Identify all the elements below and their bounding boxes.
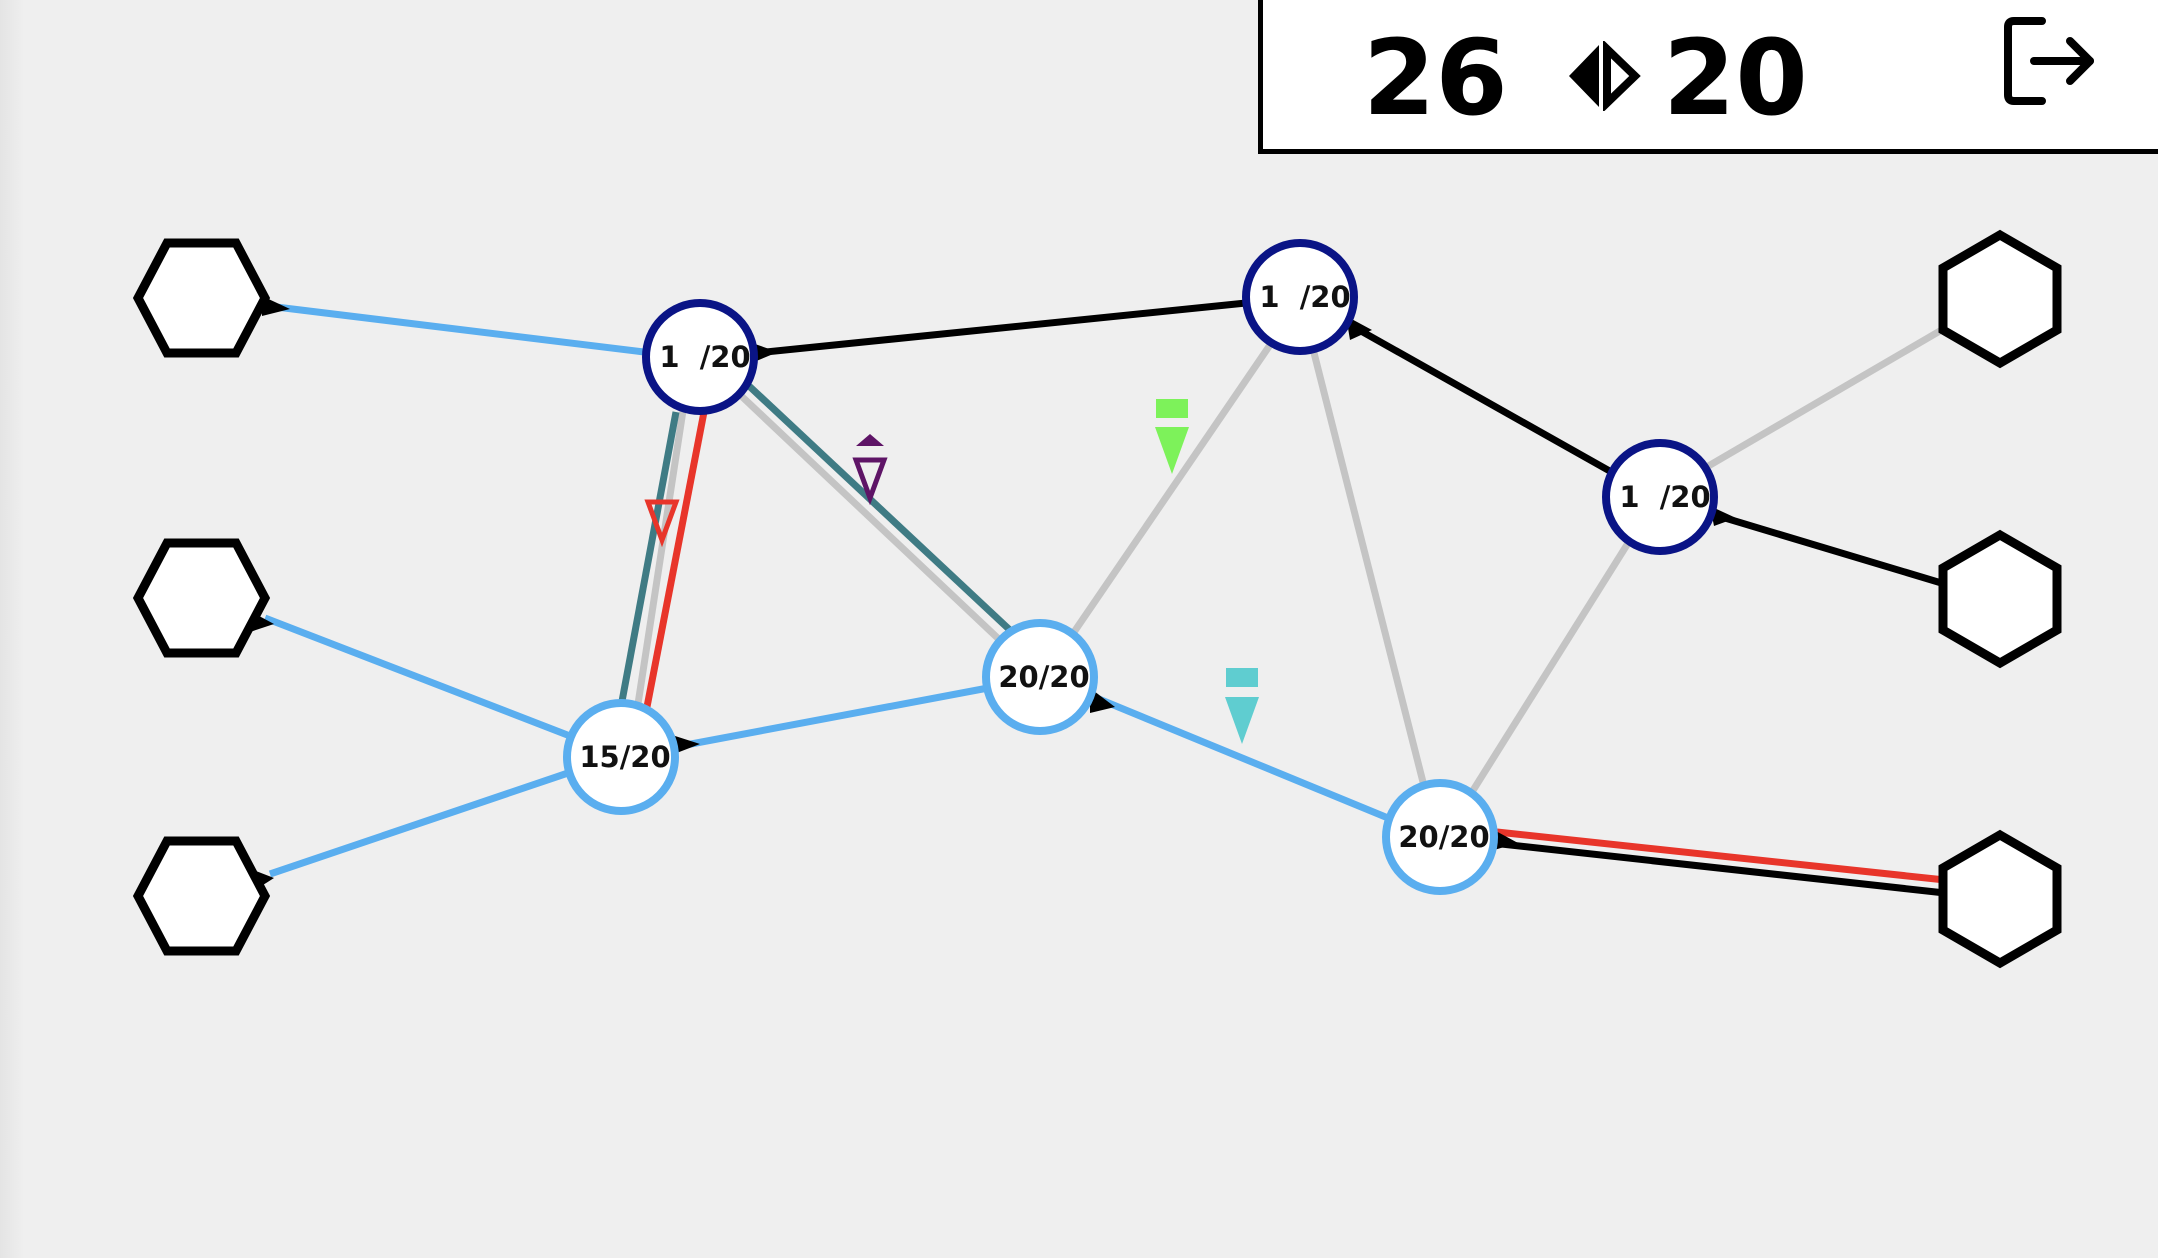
green-marker-icon — [1155, 399, 1189, 474]
arrow-head-icon — [1090, 688, 1115, 713]
edge-n1-n5-inactive[interactable] — [732, 387, 1008, 648]
score-panel: 26 20 — [1258, 0, 2158, 154]
node-capacity-label: 1 /20 — [1619, 480, 1710, 514]
edge-n1-n2[interactable] — [755, 299, 1247, 357]
router-node-2[interactable]: 1 /20 — [1242, 239, 1358, 355]
terminal-hexagon-left-2[interactable] — [132, 538, 271, 658]
marker-layer — [644, 399, 1259, 744]
router-node-3[interactable]: 1 /20 — [1602, 439, 1718, 555]
score-value: 26 — [1363, 17, 1508, 139]
edge-n6-hR3-red[interactable] — [1496, 828, 1946, 884]
arrow-head-icon — [1494, 830, 1518, 850]
purple-marker-icon — [852, 434, 888, 506]
node-capacity-label: 1 /20 — [659, 340, 750, 374]
edge-n3-hR2[interactable] — [1713, 511, 1950, 589]
terminal-layer — [132, 229, 2062, 969]
arrow-head-icon — [1710, 506, 1736, 526]
terminal-hexagon-right-1[interactable] — [1938, 229, 2062, 369]
edge-n1-n4-inactive[interactable] — [630, 364, 694, 731]
router-node-4[interactable]: 15/20 — [563, 699, 679, 815]
edge-n2-n6-inactive[interactable] — [1308, 344, 1429, 791]
terminal-hexagon-left-1[interactable] — [132, 238, 271, 358]
edge-layer — [248, 296, 1950, 897]
router-node-6[interactable]: 20/20 — [1382, 779, 1498, 895]
edge-n4-n5[interactable] — [674, 684, 989, 751]
edge-hL1-n1[interactable] — [267, 302, 645, 356]
edge-n1-n5-teal[interactable] — [745, 382, 1015, 635]
edge-n2-n5-inactive[interactable] — [1069, 343, 1273, 637]
terminal-hexagon-right-3[interactable] — [1938, 829, 2062, 969]
edge-n1-n4-teal[interactable] — [616, 411, 680, 713]
limit-value: 20 — [1663, 17, 1808, 139]
node-layer: 1 /20 1 /20 1 /20 15/20 20/20 20/20 — [563, 239, 1718, 895]
edge-n6-hR3[interactable] — [1482, 838, 1946, 897]
diamond-split-icon — [1569, 41, 1641, 111]
edge-n3-n6-inactive[interactable] — [1469, 538, 1633, 794]
node-capacity-label: 20/20 — [1398, 820, 1489, 854]
edge-n1-n4-red[interactable] — [642, 411, 708, 713]
edge-hL3-n4[interactable] — [268, 769, 570, 878]
cyan-marker-icon — [1225, 668, 1259, 744]
terminal-hexagon-left-3[interactable] — [132, 836, 271, 956]
node-capacity-label: 20/20 — [998, 660, 1089, 694]
arrow-head-icon — [262, 296, 290, 316]
edge-hL2-n4[interactable] — [263, 614, 572, 740]
node-capacity-label: 1 /20 — [1259, 280, 1350, 314]
edge-n2-n3[interactable] — [1343, 318, 1617, 478]
red-marker-icon — [644, 499, 680, 548]
edge-n5-n6[interactable] — [1092, 693, 1390, 822]
arrow-head-icon — [752, 343, 778, 362]
router-node-5[interactable]: 20/20 — [982, 619, 1098, 735]
arrow-head-icon — [672, 735, 700, 754]
arrow-head-icon — [1346, 316, 1372, 340]
terminal-hexagon-right-2[interactable] — [1938, 529, 2062, 669]
edge-n3-hR1-inactive[interactable] — [1703, 324, 1947, 472]
exit-icon[interactable] — [1998, 11, 2098, 111]
router-node-1[interactable]: 1 /20 — [642, 299, 758, 415]
node-capacity-label: 15/20 — [579, 740, 670, 774]
